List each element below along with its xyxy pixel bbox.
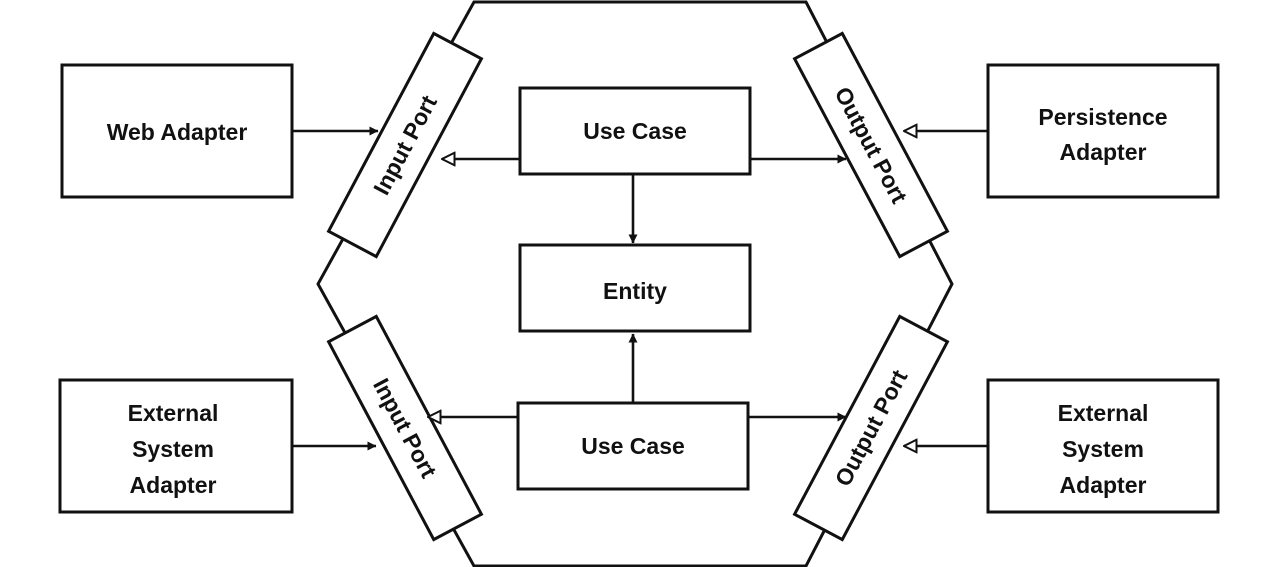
external-system-adapter-left-label-line3: Adapter — [130, 472, 217, 498]
persistence-adapter-label-line2: Adapter — [1060, 139, 1147, 165]
external-system-adapter-right-label-line1: External — [1058, 400, 1149, 426]
use-case-bottom-node: Use Case — [516, 401, 750, 491]
persistence-adapter-node: Persistence Adapter — [986, 63, 1220, 199]
external-system-adapter-right-label-line3: Adapter — [1060, 472, 1147, 498]
external-system-adapter-left-label-line1: External — [128, 400, 219, 426]
entity-label: Entity — [603, 278, 667, 304]
external-system-adapter-right-label-line2: System — [1062, 436, 1144, 462]
web-adapter-label: Web Adapter — [107, 119, 248, 145]
entity-node: Entity — [518, 243, 752, 333]
web-adapter-node: Web Adapter — [60, 63, 294, 199]
external-system-adapter-right-node: External System Adapter — [986, 378, 1220, 514]
use-case-bottom-label: Use Case — [581, 433, 685, 459]
external-system-adapter-left-label-line2: System — [132, 436, 214, 462]
persistence-adapter-label-line1: Persistence — [1038, 104, 1167, 130]
use-case-top-label: Use Case — [583, 118, 687, 144]
external-system-adapter-left-node: External System Adapter — [58, 378, 294, 514]
use-case-top-node: Use Case — [518, 86, 752, 176]
